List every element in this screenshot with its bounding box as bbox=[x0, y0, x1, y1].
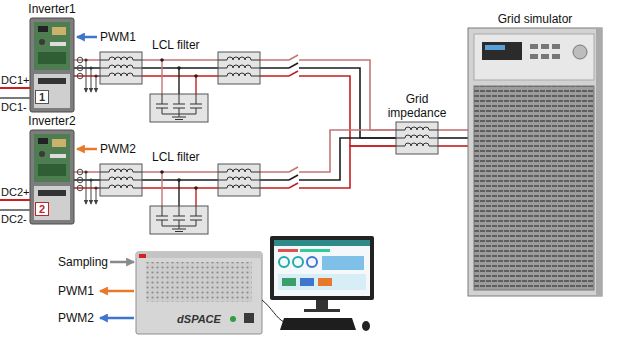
phase-wire bbox=[74, 76, 396, 146]
signal-label: Sampling bbox=[58, 255, 108, 269]
phase-wire bbox=[438, 129, 468, 131]
device-number: 2 bbox=[35, 202, 49, 216]
device-number: 1 bbox=[35, 90, 49, 104]
dc-terminal-label: DC2- bbox=[1, 212, 27, 226]
device-label: Grid simulator bbox=[498, 12, 573, 26]
device-brand: dSPACE bbox=[177, 313, 221, 326]
three-phase-line bbox=[438, 130, 468, 146]
dc-terminal-label: DC2+ bbox=[1, 185, 29, 199]
phase-wire bbox=[438, 145, 468, 147]
filter-label: LCL filter bbox=[152, 38, 200, 52]
grid-simulator-photo: Grid simulator bbox=[468, 28, 602, 296]
device-label: Inverter2 bbox=[28, 114, 75, 128]
filter-label: LCL filter bbox=[152, 150, 200, 164]
dc-terminal-label: DC1- bbox=[1, 100, 27, 114]
grid-impedance-box: Grid impedance bbox=[396, 122, 438, 154]
device-label: Inverter1 bbox=[28, 2, 75, 16]
dc-terminal-label: DC1+ bbox=[1, 73, 29, 87]
block-label: Grid impedance bbox=[381, 92, 453, 120]
signal-label: PWM1 bbox=[100, 30, 136, 44]
phase-wire bbox=[438, 137, 468, 139]
signal-label: PWM2 bbox=[58, 311, 94, 325]
inverter-photo: Inverter22 bbox=[30, 130, 74, 224]
signal-label: PWM2 bbox=[100, 142, 136, 156]
dspace-unit: dSPACE bbox=[136, 252, 262, 334]
signal-label: PWM1 bbox=[58, 284, 94, 298]
inverter-photo: Inverter11 bbox=[30, 18, 74, 112]
